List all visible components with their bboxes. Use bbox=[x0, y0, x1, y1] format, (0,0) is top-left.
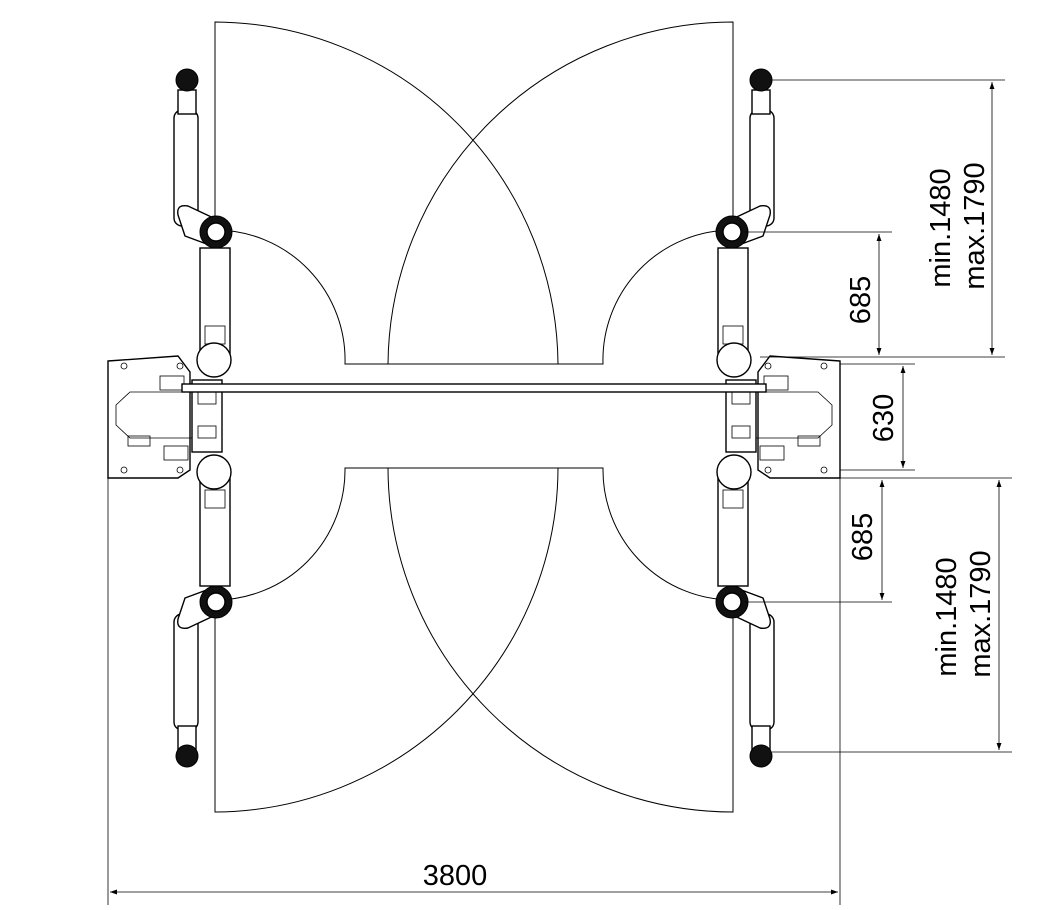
dimension-lines bbox=[110, 82, 1002, 895]
upper-min-dimension: min.1480 bbox=[925, 168, 957, 287]
lower-min-dimension: min.1480 bbox=[931, 557, 963, 676]
upper-max-dimension: max.1790 bbox=[959, 162, 991, 289]
lower-max-dimension: max.1790 bbox=[965, 550, 997, 677]
left-upper-arm bbox=[173, 68, 233, 378]
right-upper-arm bbox=[715, 68, 775, 378]
floor-plate bbox=[181, 383, 767, 393]
width-dimension: 3800 bbox=[423, 860, 488, 892]
left-lower-arm bbox=[173, 454, 233, 768]
lower-arm-offset-dimension: 685 bbox=[847, 513, 879, 561]
column-gap-dimension: 630 bbox=[868, 394, 900, 442]
right-lower-arm bbox=[715, 454, 775, 768]
upper-arm-offset-dimension: 685 bbox=[845, 276, 877, 324]
extension-lines bbox=[107, 79, 1012, 905]
arm-swing-areas bbox=[214, 21, 734, 813]
